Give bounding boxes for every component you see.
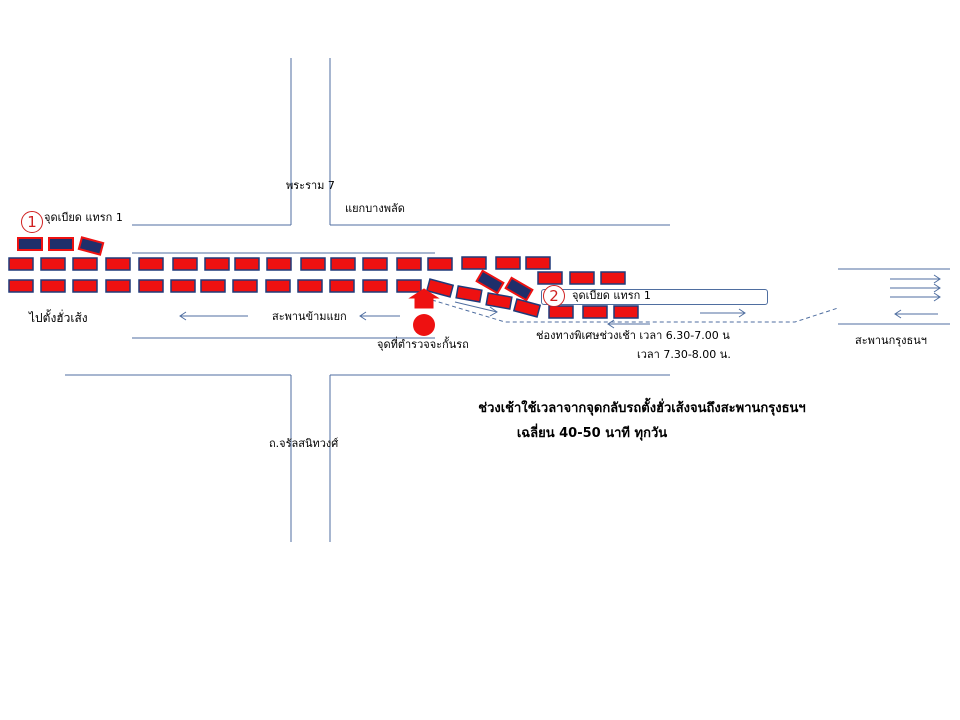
special-lane-dashed [431, 299, 839, 323]
car [362, 279, 388, 293]
note-line2: เฉลี่ยน 40-50 นาที ทุกวัน [516, 426, 668, 441]
car [525, 256, 551, 270]
car [300, 257, 326, 271]
car [234, 257, 260, 271]
kt-arrow-3-head [933, 292, 941, 302]
car [170, 279, 196, 293]
arrow-west-special-head [607, 319, 615, 329]
car [362, 257, 388, 271]
car [266, 257, 292, 271]
arrow-east-special-head [738, 308, 746, 318]
north-road-label: พระราม 7 [286, 179, 335, 192]
arrow-west-1-head [179, 311, 187, 321]
car [600, 271, 626, 285]
car [8, 279, 34, 293]
car-dark [17, 237, 43, 251]
note-line1: ช่วงเช้าใช้เวลาจากจุดกลับรถตั้งฮั่วเส้งจ… [478, 401, 806, 416]
car [396, 279, 422, 293]
to-tang-label: ไปตั้งฮั่วเส้ง [29, 311, 88, 325]
kt-arrow-1-head [933, 274, 941, 284]
car [172, 257, 198, 271]
car [138, 279, 164, 293]
point1-label: จุดเบียด แทรก 1 [44, 211, 123, 224]
car [8, 257, 34, 271]
car [40, 279, 66, 293]
police-point-label: จุดที่ตำรวจจะกั้นรถ [377, 338, 469, 351]
car [72, 257, 98, 271]
car [265, 279, 291, 293]
car [427, 257, 453, 271]
car [495, 256, 521, 270]
arrow-bridge-head [359, 311, 367, 321]
car [569, 271, 595, 285]
kt-arrow-4-head [894, 309, 902, 319]
special-lane-label: ช่องทางพิเศษช่วงเช้า เวลา 6.30-7.00 น [536, 329, 730, 342]
car-dark [475, 269, 505, 295]
car [461, 256, 487, 270]
car [425, 278, 455, 298]
flow-arrows [179, 274, 941, 329]
police-dot-icon [413, 314, 435, 336]
police-arrow-icon [408, 288, 440, 309]
car [548, 305, 574, 319]
special-lane-box [541, 289, 768, 305]
car [200, 279, 226, 293]
kt-arrow-2-head [933, 283, 941, 293]
south-road-label: ถ.จรัลสนิทวงศ์ [269, 437, 339, 450]
car [455, 285, 483, 303]
special-lane-time2: เวลา 7.30-8.00 น. [637, 348, 731, 361]
point2-label: จุดเบียด แทรก 1 [572, 289, 651, 302]
arrow-diagonal-special-head [489, 306, 498, 317]
point1-number: 1 [21, 211, 43, 233]
bridge-cross-label: สะพานข้ามแยก [272, 310, 347, 323]
car [537, 271, 563, 285]
car [204, 257, 230, 271]
road-lines [65, 58, 950, 542]
car-dark [504, 276, 534, 302]
car [582, 305, 608, 319]
point2-number: 2 [543, 285, 565, 307]
intersection-label: แยกบางพลัด [345, 202, 405, 215]
car [485, 292, 513, 310]
car-dark [48, 237, 74, 251]
car [512, 298, 542, 318]
car-dark [77, 236, 105, 256]
car [297, 279, 323, 293]
car [40, 257, 66, 271]
car [613, 305, 639, 319]
car [72, 279, 98, 293]
car [138, 257, 164, 271]
police-point-marker [408, 288, 440, 336]
car [330, 257, 356, 271]
arrow-diagonal-special [454, 301, 498, 313]
car [396, 257, 422, 271]
cars-group [8, 236, 639, 319]
car [105, 279, 131, 293]
car [329, 279, 355, 293]
car [232, 279, 258, 293]
car [105, 257, 131, 271]
krung-thon-label: สะพานกรุงธนฯ [855, 334, 927, 347]
